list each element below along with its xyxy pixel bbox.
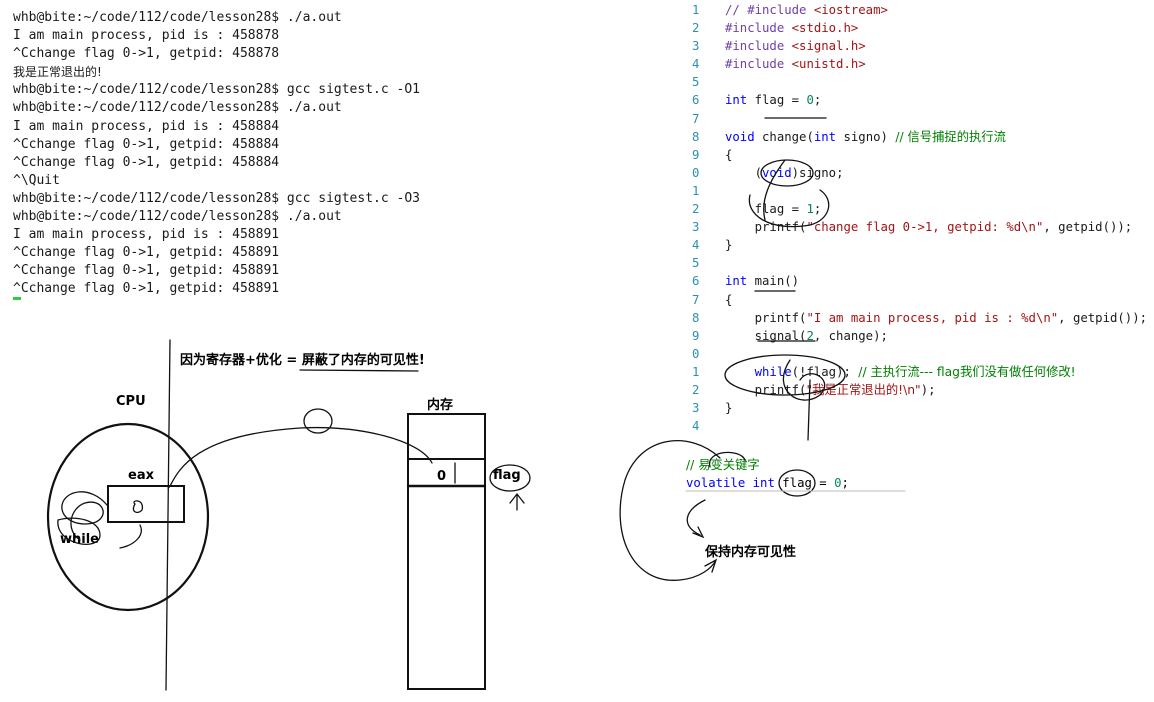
code-line: 7 bbox=[692, 111, 700, 126]
flag-arrow bbox=[509, 492, 525, 511]
code-line: 4#include <unistd.h> bbox=[692, 57, 866, 72]
memory-column bbox=[407, 413, 486, 690]
terminal-line: whb@bite:~/code/112/code/lesson28$ ./a.o… bbox=[13, 10, 342, 25]
terminal-line: ^\Quit bbox=[13, 172, 60, 188]
while-flag-circle bbox=[724, 354, 846, 396]
code-line: 7{ bbox=[692, 292, 733, 307]
volatile-arrow bbox=[686, 499, 706, 539]
small-circle bbox=[303, 408, 333, 434]
volatile-loop bbox=[619, 440, 721, 581]
terminal-output: whb@bite:~/code/112/code/lesson28$ ./a.o… bbox=[13, 9, 420, 299]
terminal-line: whb@bite:~/code/112/code/lesson28$ ./a.o… bbox=[13, 100, 342, 116]
cpu-label: CPU bbox=[116, 394, 146, 409]
while-circle bbox=[57, 517, 101, 545]
code-line: 9 signal(2, change); bbox=[692, 328, 888, 343]
keep-visible-label: 保持内存可见性 bbox=[705, 545, 797, 560]
divider-line bbox=[165, 339, 171, 691]
terminal-line: ^Cchange flag 0->1, getpid: 458891 bbox=[13, 245, 280, 261]
diagram-title: 因为寄存器+优化 = 屏蔽了内存的可见性! bbox=[180, 353, 425, 368]
while-flag-scribble bbox=[782, 359, 826, 441]
code-line: 8 printf("I am main process, pid is : %d… bbox=[692, 310, 1147, 325]
code-editor[interactable]: 1// #include <iostream> 2#include <stdio… bbox=[688, 1, 1147, 435]
register-box bbox=[107, 485, 185, 523]
terminal-line: I am main process, pid is : 458891 bbox=[13, 227, 280, 243]
register-arrow bbox=[119, 524, 142, 549]
code-line: 0 bbox=[692, 346, 700, 361]
volatile-snippet[interactable]: // 易变关键字 volatile int flag = 0; bbox=[686, 456, 849, 492]
code-line: 5 bbox=[692, 75, 700, 90]
code-line: 4 bbox=[692, 419, 700, 434]
while-loop-scribble bbox=[61, 491, 108, 541]
code-line: 9{ bbox=[692, 147, 733, 162]
code-line: 5 bbox=[692, 256, 700, 271]
code-line: 1 while(!flag); // 主执行流--- flag我们没有做任何修改… bbox=[692, 364, 1076, 379]
terminal-line: 我是正常退出的! bbox=[13, 65, 102, 80]
signo-circle bbox=[760, 159, 814, 187]
code-line: 3} bbox=[692, 401, 733, 416]
code-line: 1// #include <iostream> bbox=[692, 3, 888, 17]
terminal-line: ^Cchange flag 0->1, getpid: 458884 bbox=[13, 154, 280, 170]
register-label: eax bbox=[128, 468, 154, 483]
register-dot bbox=[132, 500, 144, 514]
flag-circle bbox=[489, 464, 531, 492]
memory-label: 内存 bbox=[427, 398, 454, 413]
cpu-ellipse bbox=[46, 422, 210, 612]
memory-cell-value: 0 bbox=[437, 469, 447, 484]
volatile-comment: // 易变关键字 bbox=[686, 458, 760, 472]
terminal-line: whb@bite:~/code/112/code/lesson28$ gcc s… bbox=[13, 190, 420, 206]
terminal-line: ^Cchange flag 0->1, getpid: 458891 bbox=[13, 263, 280, 279]
terminal-line: ^Cchange flag 0->1, getpid: 458891 bbox=[13, 281, 280, 297]
volatile-declaration: volatile int flag = 0; bbox=[686, 476, 849, 491]
load-curve bbox=[167, 426, 433, 489]
terminal-line: ^Cchange flag 0->1, getpid: 458878 bbox=[13, 46, 280, 62]
terminal-line: whb@bite:~/code/112/code/lesson28$ ./a.o… bbox=[13, 209, 342, 225]
terminal-line: ^Cchange flag 0->1, getpid: 458884 bbox=[13, 136, 280, 152]
code-line: 3 printf("change flag 0->1, getpid: %d\n… bbox=[692, 220, 1133, 235]
code-line: 2#include <stdio.h> bbox=[692, 21, 859, 36]
volatile-comment-circle bbox=[709, 451, 746, 468]
code-line: 3#include <signal.h> bbox=[692, 39, 866, 54]
title-underline bbox=[299, 369, 419, 372]
flag-keyword-circle bbox=[778, 469, 816, 497]
code-line: 2 flag = 1; bbox=[692, 202, 822, 217]
terminal-line: I am main process, pid is : 458884 bbox=[13, 118, 280, 134]
code-line: 4} bbox=[692, 238, 733, 253]
flag-variable-label: flag bbox=[493, 468, 521, 483]
terminal-line: I am main process, pid is : 458878 bbox=[13, 28, 280, 44]
flag-assign-scribble bbox=[748, 159, 830, 228]
terminal-cursor bbox=[13, 297, 21, 300]
terminal-line: whb@bite:~/code/112/code/lesson28$ gcc s… bbox=[13, 82, 420, 98]
code-line: 1 bbox=[692, 183, 700, 198]
